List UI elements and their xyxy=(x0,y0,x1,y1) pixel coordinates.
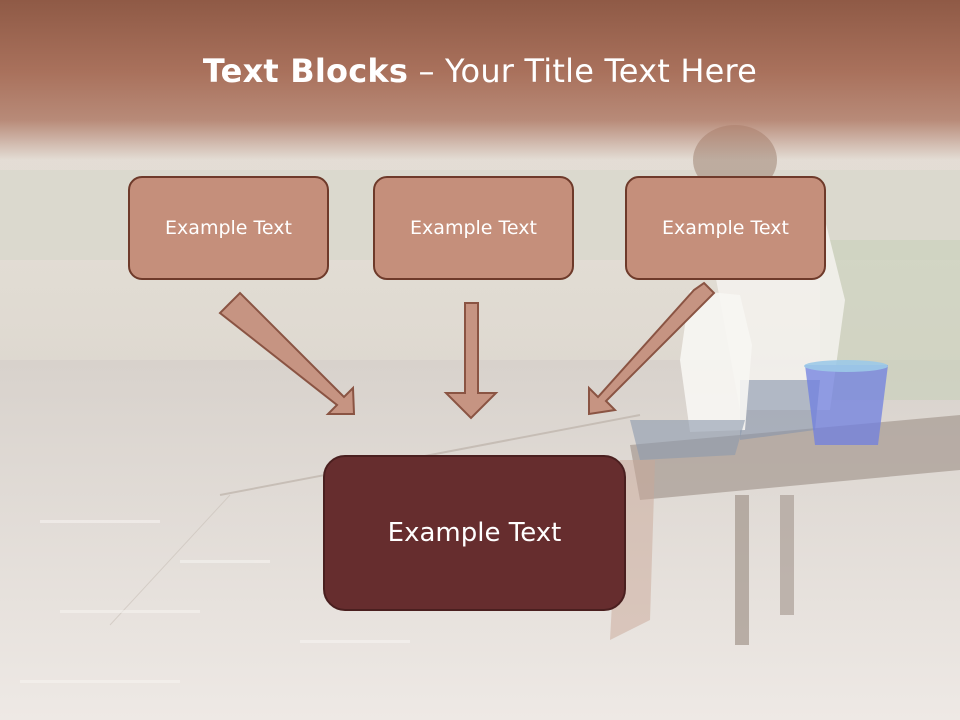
arrow-center xyxy=(443,302,499,420)
main-text-block[interactable]: Example Text xyxy=(323,455,626,611)
text-block-2-label: Example Text xyxy=(410,217,537,239)
title-bar xyxy=(0,0,960,160)
arrow-left xyxy=(218,291,356,415)
slide-title: Text Blocks – Your Title Text Here xyxy=(0,52,960,90)
text-block-1-label: Example Text xyxy=(165,217,292,239)
arrow-right xyxy=(588,281,716,416)
title-rest: – Your Title Text Here xyxy=(418,52,758,90)
text-block-2[interactable]: Example Text xyxy=(373,176,574,280)
text-block-3-label: Example Text xyxy=(662,217,789,239)
main-text-block-label: Example Text xyxy=(387,518,562,548)
title-bold: Text Blocks xyxy=(202,52,409,90)
text-block-1[interactable]: Example Text xyxy=(128,176,329,280)
text-block-3[interactable]: Example Text xyxy=(625,176,826,280)
